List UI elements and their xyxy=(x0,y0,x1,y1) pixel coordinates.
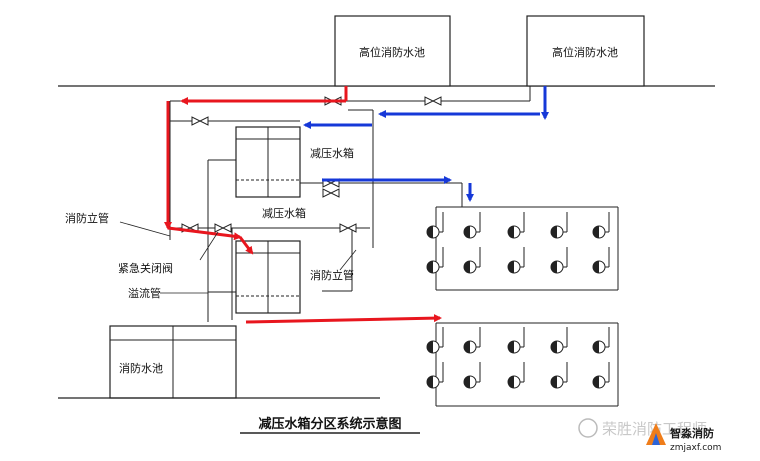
sprinkler-head xyxy=(426,375,440,389)
logo-text: 智淼消防 xyxy=(670,426,714,440)
sprinkler-head xyxy=(550,225,564,239)
diagram-title: 减压水箱分区系统示意图 xyxy=(258,416,401,432)
sprinkler-head xyxy=(463,260,477,274)
sprinkler-head xyxy=(507,260,521,274)
high-tank-left-label: 高位消防水池 xyxy=(359,45,425,59)
high-tank-left xyxy=(334,15,451,87)
sprinkler-head xyxy=(507,225,521,239)
sprinkler-head xyxy=(463,340,477,354)
emergency-valve-label: 紧急关闭阀 xyxy=(118,261,173,275)
sprinkler-heads xyxy=(426,212,610,389)
reducing-box-lower xyxy=(235,240,301,314)
pipe-network xyxy=(169,86,619,407)
callout-leaders xyxy=(119,221,357,294)
sprinkler-head xyxy=(550,375,564,389)
overflow-pipe-label: 溢流管 xyxy=(128,286,161,300)
riser-left-label: 消防立管 xyxy=(65,211,109,225)
sprinkler-head xyxy=(592,340,606,354)
sprinkler-head xyxy=(463,375,477,389)
reducing-box-upper xyxy=(235,126,301,198)
sprinkler-head xyxy=(426,260,440,274)
reducing-box-upper-label: 减压水箱 xyxy=(310,146,354,160)
high-tank-right xyxy=(526,15,645,87)
sprinkler-head xyxy=(550,260,564,274)
high-tank-right-label: 高位消防水池 xyxy=(552,45,618,59)
sprinkler-head xyxy=(592,260,606,274)
sprinkler-head xyxy=(592,225,606,239)
valves xyxy=(181,96,442,233)
logo-url: zmjaxf.com xyxy=(670,443,721,453)
sprinkler-head xyxy=(426,340,440,354)
sprinkler-head xyxy=(507,375,521,389)
riser-right-label: 消防立管 xyxy=(310,268,354,282)
fire-pool xyxy=(109,325,237,399)
brand-logo: 智淼消防 zmjaxf.com xyxy=(646,423,721,453)
flow-direction xyxy=(303,86,549,202)
fire-pool-label: 消防水池 xyxy=(119,361,163,375)
supply-flow xyxy=(164,86,442,324)
sprinkler-head xyxy=(426,225,440,239)
sprinkler-head xyxy=(463,225,477,239)
sprinkler-head xyxy=(550,340,564,354)
reducing-box-lower-label: 减压水箱 xyxy=(262,206,306,220)
sprinkler-head xyxy=(592,375,606,389)
sprinkler-head xyxy=(507,340,521,354)
